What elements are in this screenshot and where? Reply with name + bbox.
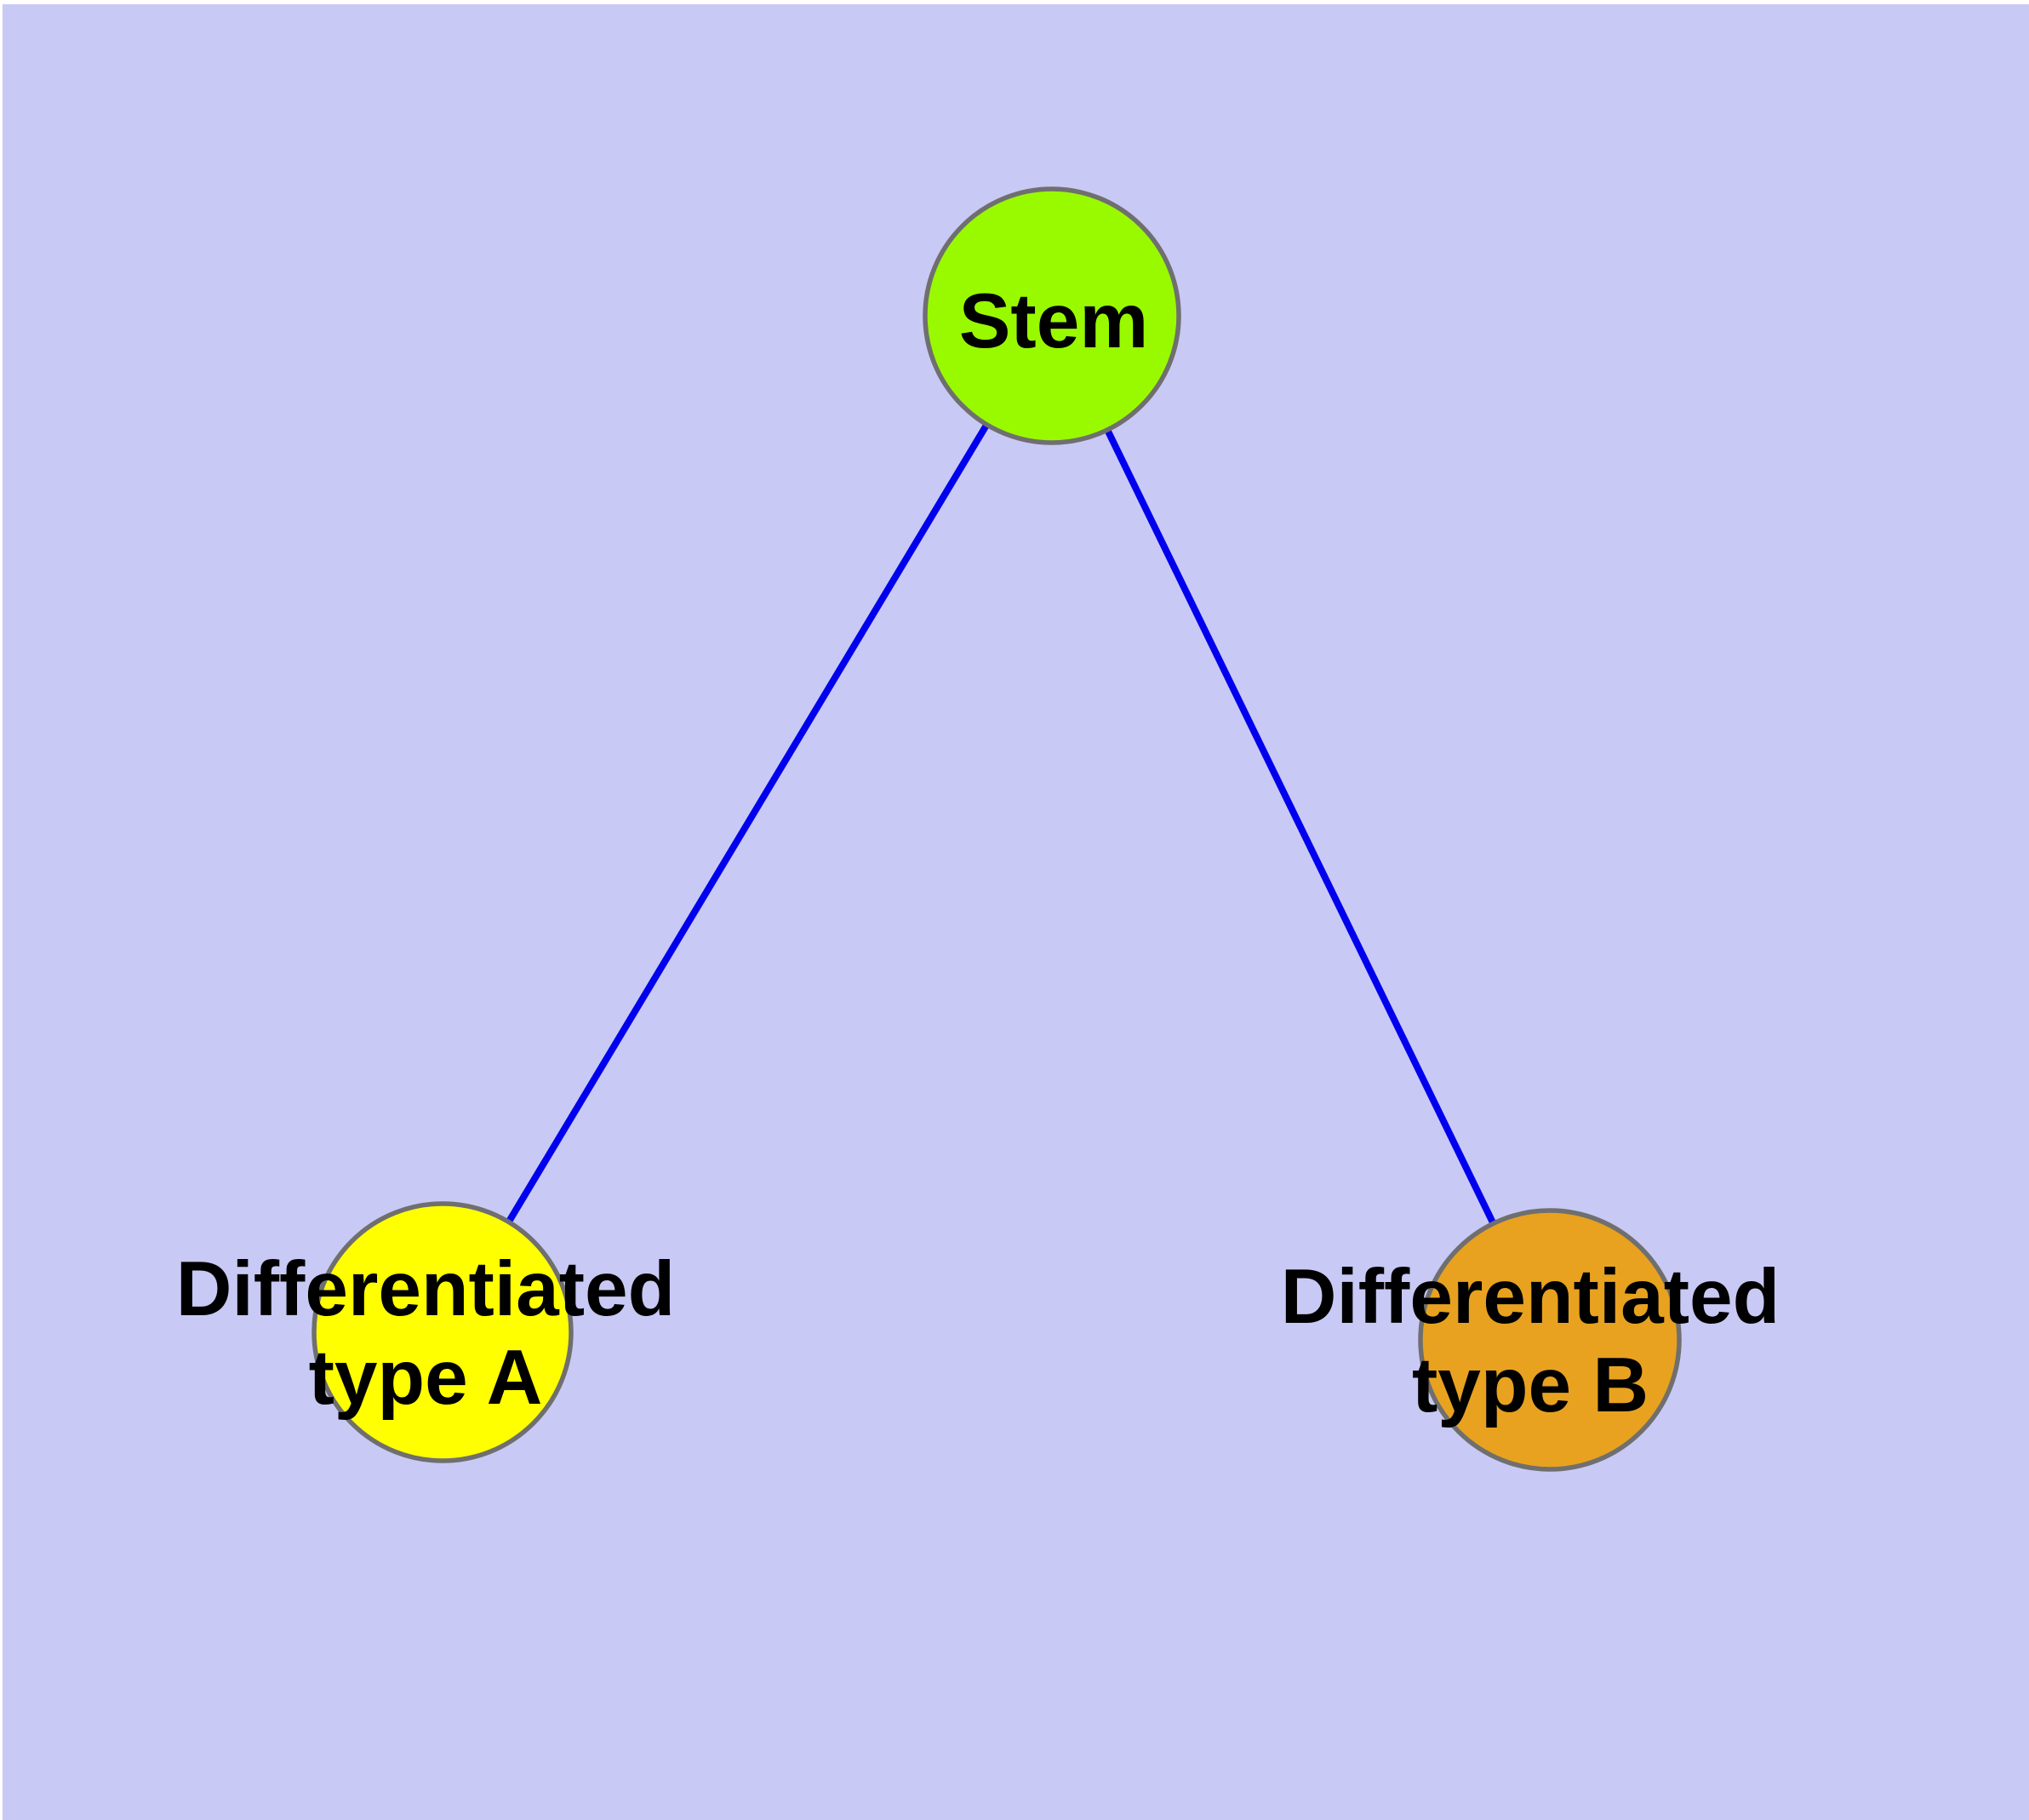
node-stem-label: Stem [959, 278, 1149, 366]
node-differentiated-type-a-circle [311, 1201, 574, 1463]
node-differentiated-type-a-label: Differentiated type A [176, 1245, 676, 1422]
node-differentiated-type-a-label-line-2: type A [308, 1335, 543, 1421]
nodes [311, 186, 1682, 1472]
node-differentiated-type-b-circle [1418, 1208, 1682, 1472]
node-differentiated-type-b-label-line-2: type B [1411, 1342, 1649, 1428]
edge-stem-to-type-b [1049, 314, 1553, 1342]
node-stem-circle [923, 186, 1181, 445]
node-differentiated-type-a-label-line-1: Differentiated [175, 1246, 676, 1332]
edge-stem-to-type-a [439, 313, 1055, 1335]
node-stem-label-text: Stem [958, 278, 1149, 364]
node-differentiated-type-b-label-line-1: Differentiated [1280, 1254, 1780, 1340]
edges [439, 313, 1553, 1342]
node-differentiated-type-b-label: Differentiated type B [1281, 1253, 1780, 1430]
